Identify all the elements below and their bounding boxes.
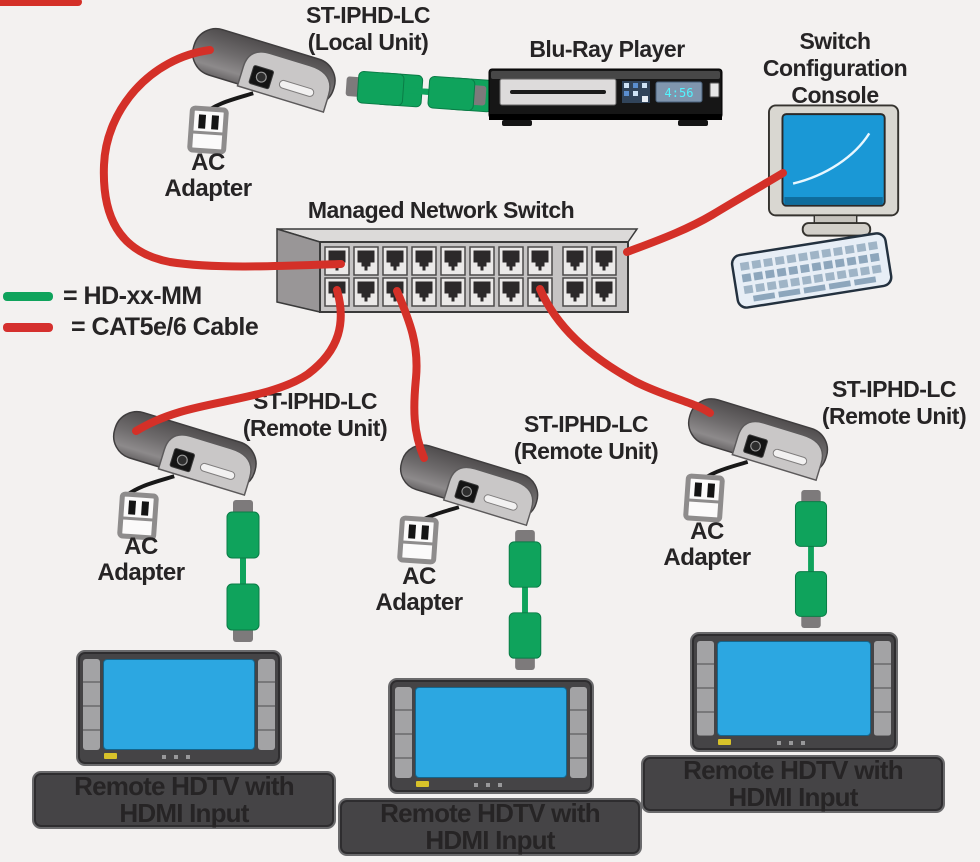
console-label-line1: Switch bbox=[799, 28, 871, 54]
ac-line1: AC bbox=[124, 533, 158, 560]
remote3-ac-label: AC Adapter bbox=[632, 519, 782, 571]
local-ac-label: AC Adapter bbox=[133, 150, 283, 202]
tv-power-led bbox=[416, 781, 429, 787]
local-unit-type: (Local Unit) bbox=[307, 29, 429, 55]
remote3-name: ST-IPHD-LC bbox=[831, 376, 957, 402]
bluray-player-device: 4:56 bbox=[488, 68, 723, 126]
lcd-text: 4:56 bbox=[665, 86, 694, 100]
tv-screen bbox=[415, 687, 567, 778]
legend-label-hdmi: = HD-xx-MM bbox=[63, 282, 202, 310]
remote2-type: (Remote Unit) bbox=[513, 438, 659, 464]
console-monitor bbox=[768, 104, 900, 237]
tv-speaker-left bbox=[83, 659, 100, 750]
hdmi-cable-local bbox=[345, 71, 507, 114]
tv-speaker-left bbox=[395, 687, 412, 778]
console-keyboard bbox=[730, 232, 893, 309]
console-label: Switch Configuration Console bbox=[735, 28, 935, 109]
tv-label-line2: HDMI Input bbox=[425, 825, 555, 855]
legend-row-cat5: = CAT5e/6 Cable bbox=[3, 313, 259, 342]
remote2-hdtv bbox=[388, 678, 594, 794]
tv-speaker-right bbox=[874, 641, 891, 736]
ac-line2: Adapter bbox=[97, 559, 185, 586]
ac-line1: AC bbox=[191, 149, 225, 176]
local-unit-label: ST-IPHD-LC (Local Unit) bbox=[268, 2, 468, 56]
cable-local-to-switch bbox=[99, 46, 345, 271]
cable-switch-to-remote2 bbox=[393, 287, 428, 462]
legend-swatch-red bbox=[3, 323, 53, 332]
tv-power-led bbox=[104, 753, 117, 759]
ac-line1: AC bbox=[402, 563, 436, 590]
power-button bbox=[709, 82, 720, 98]
ac-line2: Adapter bbox=[164, 175, 252, 202]
remote3-hdtv bbox=[690, 632, 898, 752]
lcd-display bbox=[655, 81, 703, 103]
tv-label-line1: Remote HDTV with bbox=[683, 755, 904, 785]
remote1-tv-label: Remote HDTV with HDMI Input bbox=[32, 771, 336, 829]
tv-speaker-right bbox=[258, 659, 275, 750]
cable-switch-to-console bbox=[623, 169, 787, 256]
remote3-tv-label: Remote HDTV with HDMI Input bbox=[641, 755, 945, 813]
bluray-label: Blu-Ray Player bbox=[529, 36, 685, 62]
tv-label-line1: Remote HDTV with bbox=[380, 798, 601, 828]
tv-label-line1: Remote HDTV with bbox=[74, 771, 295, 801]
tv-speaker-right bbox=[570, 687, 587, 778]
remote3-label: ST-IPHD-LC (Remote Unit) bbox=[794, 376, 980, 430]
tv-control-buttons bbox=[777, 741, 811, 745]
tv-speaker-left bbox=[697, 641, 714, 736]
remote1-label: ST-IPHD-LC (Remote Unit) bbox=[215, 388, 415, 442]
tv-control-buttons bbox=[474, 783, 508, 787]
remote2-ac-label: AC Adapter bbox=[344, 564, 494, 616]
tv-label-line2: HDMI Input bbox=[119, 798, 249, 828]
tv-label-line2: HDMI Input bbox=[728, 782, 858, 812]
remote1-type: (Remote Unit) bbox=[242, 415, 388, 441]
disc-slot bbox=[510, 90, 606, 94]
legend-swatch-green bbox=[3, 292, 53, 301]
front-buttons bbox=[622, 81, 650, 103]
ac-line2: Adapter bbox=[375, 589, 463, 616]
ac-line2: Adapter bbox=[663, 544, 751, 571]
tv-control-buttons bbox=[162, 755, 196, 759]
local-unit-name: ST-IPHD-LC bbox=[305, 2, 431, 28]
network-switch-label: Managed Network Switch bbox=[307, 197, 575, 223]
console-label-line2: Configuration bbox=[762, 55, 908, 81]
tv-screen bbox=[103, 659, 255, 750]
remote1-hdtv bbox=[76, 650, 282, 766]
remote2-label: ST-IPHD-LC (Remote Unit) bbox=[486, 411, 686, 465]
legend-row-hdmi: = HD-xx-MM bbox=[3, 282, 202, 311]
network-switch-device bbox=[276, 227, 639, 313]
remote1-ac-label: AC Adapter bbox=[66, 534, 216, 586]
ac-line1: AC bbox=[690, 518, 724, 545]
remote2-name: ST-IPHD-LC bbox=[523, 411, 649, 437]
tv-screen bbox=[717, 641, 871, 736]
cable-switch-to-remote1 bbox=[132, 286, 345, 435]
cable-switch-to-remote3 bbox=[536, 285, 714, 417]
tv-power-led bbox=[718, 739, 731, 745]
console-label-line3: Console bbox=[791, 82, 879, 108]
screen-swoosh bbox=[792, 132, 871, 185]
legend-label-cat5: = CAT5e/6 Cable bbox=[71, 313, 259, 341]
remote2-tv-label: Remote HDTV with HDMI Input bbox=[338, 798, 642, 856]
remote3-type: (Remote Unit) bbox=[821, 403, 967, 429]
monitor-screen bbox=[781, 113, 886, 207]
